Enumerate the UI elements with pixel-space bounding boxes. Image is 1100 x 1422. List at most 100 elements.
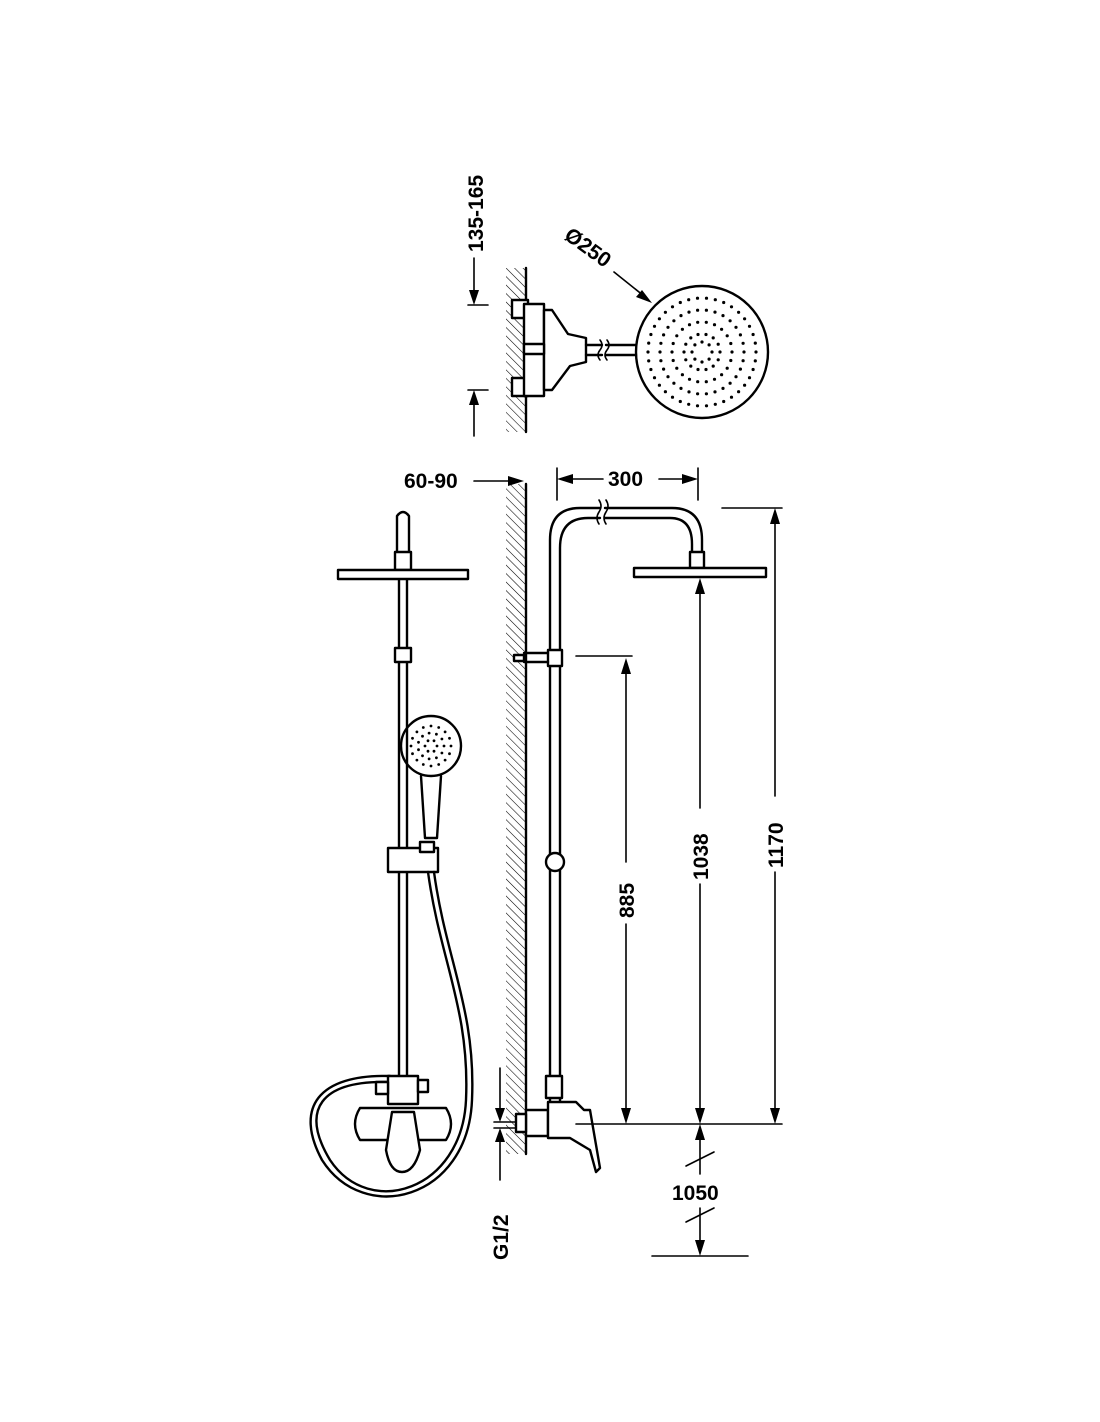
nozzle-dot [432,749,436,753]
nozzle-dot [734,375,738,379]
nozzle-dot [707,357,711,361]
front-hand-shower [399,714,463,840]
mixer-height-label: 1050 [672,1182,719,1205]
nozzle-dot [738,333,743,337]
inlet-thread-label: G1/2 [490,1214,513,1260]
nozzle-dot [693,343,697,347]
nozzle-dot [415,758,419,762]
nozzle-dot [720,373,724,377]
nozzle-dot [734,325,738,329]
front-mixer [353,1074,453,1174]
nozzle-dot [435,744,439,748]
nozzle-dot [716,358,720,362]
nozzle-dot [704,404,709,408]
nozzle-dot [754,350,758,354]
nozzle-dot [432,739,436,743]
side-wall-bracket [546,648,564,668]
head-height-label: 1038 [690,833,713,880]
nozzle-dot [742,350,746,354]
nozzle-dot [713,310,717,314]
nozzle-dot [657,383,662,387]
nozzle-dot [747,324,752,328]
nozzle-dot [435,756,438,760]
nozzle-dot [687,377,692,381]
nozzle-dot [684,342,688,346]
top-mixer-body [510,298,588,398]
nozzle-dot [437,763,441,766]
nozzle-dot [725,366,729,370]
nozzle-dot [728,381,732,385]
total-height-dimension: 1170 [721,507,788,1124]
nozzle-dot [658,350,662,354]
nozzle-dot [443,758,447,762]
nozzle-dot [728,319,732,323]
nozzle-dot [695,296,700,300]
nozzle-dot [696,332,700,337]
nozzle-dot [646,350,650,354]
nozzle-dot [704,392,709,396]
nozzle-dot [741,341,745,345]
bracket-height-dimension: 885 [575,655,639,1124]
nozzle-dot [429,764,433,768]
side-slider-knob [544,851,566,873]
nozzle-dot [729,305,734,309]
wall-hatch [506,484,526,1154]
nozzle-dot [449,744,453,748]
nozzle-dot [743,317,747,321]
nozzle-dot [421,734,424,738]
front-view: G1/2 [309,510,525,1260]
top-shower-arm [584,339,638,361]
nozzle-dot [718,350,722,354]
nozzle-dot [696,308,700,312]
nozzle-dot [716,342,720,346]
nozzle-dot [684,358,688,362]
head-diameter-label: Ø250 [560,223,615,272]
nozzle-dot [437,726,441,729]
nozzle-dot [663,310,668,314]
nozzle-dot [427,757,431,761]
nozzle-dot [671,358,675,363]
top-shower-head [634,284,770,420]
nozzle-dot [747,376,752,380]
nozzle-dot [693,357,697,361]
nozzle-dot [704,320,708,324]
nozzle-dot [675,334,679,338]
nozzle-dot [657,317,662,321]
nozzle-dot [442,744,446,748]
head-height-dimension: 1038 [690,578,713,1124]
nozzle-dot [729,395,734,399]
nozzle-dot [689,364,693,368]
nozzle-dot [704,367,708,372]
flange-depth-dimension: 135-165 [465,175,489,437]
nozzle-dot [704,308,709,312]
nozzle-dot [730,350,734,354]
nozzle-dot [687,402,691,406]
nozzle-dot [711,364,715,368]
nozzle-dot [417,740,420,744]
nozzle-dot [652,376,657,380]
nozzle-dot [751,367,755,372]
nozzle-dot [448,736,451,740]
nozzle-dot [712,377,717,381]
nozzle-dot [671,341,675,346]
nozzle-dot [743,383,747,387]
nozzle-dot [672,319,676,323]
nozzle-dot [722,300,726,305]
nozzle-dot [440,751,444,755]
nozzle-dot [687,323,692,327]
nozzle-dot [690,350,694,354]
nozzle-dot [423,744,427,748]
nozzle-dot [700,360,704,364]
nozzle-dot [427,731,431,735]
side-shower-head [632,566,768,579]
arm-reach-dimension: 300 [556,467,699,501]
arm-reach-label: 300 [608,468,643,491]
total-height-label: 1170 [765,822,788,868]
nozzle-dot [687,390,691,394]
nozzle-dot [721,386,725,390]
nozzle-dot [687,310,691,314]
nozzle-dot [738,367,743,371]
nozzle-dot [662,367,666,371]
nozzle-dot [696,380,700,384]
